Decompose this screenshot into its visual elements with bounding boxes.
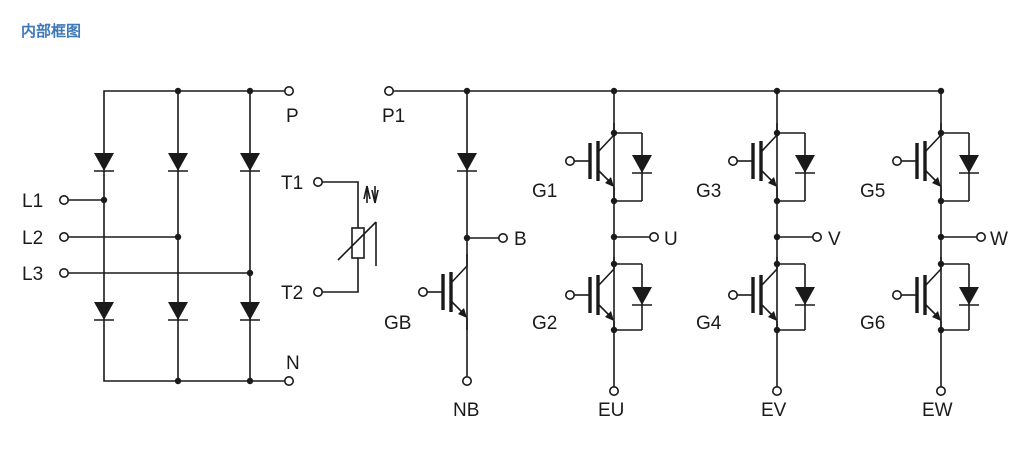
inverter-leg-v [729,88,821,395]
label-l2: L2 [22,228,43,249]
label-gb: GB [384,313,411,334]
label-t1: T1 [281,173,303,194]
label-nb: NB [453,400,479,421]
label-v: V [828,229,841,250]
label-eu: EU [598,400,624,421]
rectifier-bridge [58,86,294,386]
label-g1: G1 [532,181,557,202]
label-ev: EV [761,400,787,421]
label-n: N [286,353,300,374]
label-p: P [286,106,299,127]
label-b: B [514,229,527,250]
label-u: U [664,229,678,250]
inverter-leg-u [566,88,658,395]
label-g2: G2 [532,313,557,334]
label-w: W [990,229,1008,250]
label-g3: G3 [696,181,721,202]
label-l1: L1 [22,191,43,212]
label-g5: G5 [860,181,885,202]
label-t2: T2 [281,283,303,304]
page-title: 内部框图 [21,22,82,40]
inverter-leg-w [893,88,985,395]
label-g4: G4 [696,313,722,334]
label-g6: G6 [860,313,885,334]
label-p1: P1 [382,106,405,127]
thermistor [312,177,379,297]
label-ew: EW [922,400,953,421]
brake-chopper [383,86,941,386]
label-l3: L3 [22,264,43,285]
